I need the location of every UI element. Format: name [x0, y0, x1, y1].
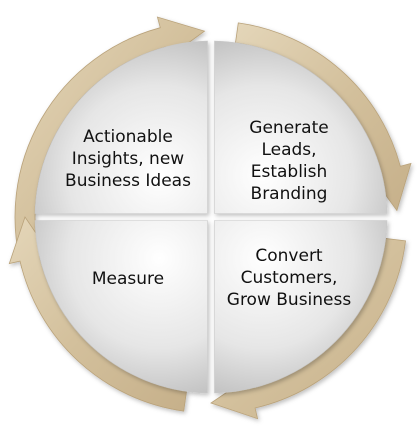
quadrant-top-right [214, 40, 388, 214]
quadrant-top-left [34, 40, 208, 214]
quadrant-label-top-left: Actionable Insights, new Business Ideas [65, 127, 191, 191]
quadrant-bottom-right [214, 220, 388, 394]
quadrant-label-bottom-right: Convert Customers, Grow Business [226, 246, 352, 310]
cycle-arrows [8, 16, 412, 420]
quadrant-label-top-right: Generate Leads, Establish Branding [249, 118, 329, 204]
quadrant-bottom-left [34, 220, 208, 394]
quadrant-label-bottom-left: Measure [91, 269, 165, 289]
quadrant-tiles [34, 40, 388, 394]
